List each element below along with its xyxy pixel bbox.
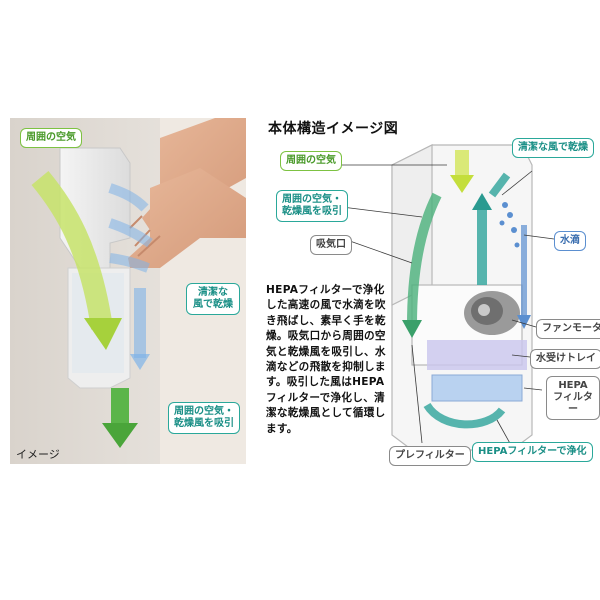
label-hepa-purify: HEPAフィルターで浄化 bbox=[472, 442, 593, 462]
label-fan-motor: ファンモーター bbox=[536, 319, 600, 339]
label-water-drops: 水滴 bbox=[554, 231, 586, 251]
structure-diagram bbox=[302, 144, 555, 451]
label-pre-filter: プレフィルター bbox=[389, 446, 471, 466]
description-text: HEPAフィルターで浄化した高速の風で水滴を吹き飛ばし、素早く手を乾燥。吸気口か… bbox=[266, 284, 386, 435]
diagram-title: 本体構造イメージ図 bbox=[268, 121, 399, 137]
leader-lines bbox=[302, 164, 555, 448]
image-caption: イメージ bbox=[16, 448, 60, 461]
hepa-filter-shape bbox=[431, 374, 523, 402]
label-intake: 吸気口 bbox=[310, 235, 352, 255]
label-clean-wind: 清潔な風で乾燥 bbox=[512, 138, 594, 158]
label-ambient-dry-air-left: 周囲の空気・ 乾燥風を吸引 bbox=[168, 402, 240, 434]
fan-motor-shape bbox=[464, 291, 520, 335]
label-ambient-air-left: 周囲の空気 bbox=[20, 128, 82, 148]
label-clean-wind-left: 清潔な 風で乾燥 bbox=[186, 283, 240, 315]
label-water-tray: 水受けトレイ bbox=[530, 349, 600, 369]
label-ambient-air: 周囲の空気 bbox=[280, 151, 342, 171]
label-hepa-filter: HEPA フィルター bbox=[546, 376, 600, 420]
label-ambient-dry-air: 周囲の空気・ 乾燥風を吸引 bbox=[276, 190, 348, 222]
water-drops-shape bbox=[499, 202, 520, 248]
water-tray-shape bbox=[427, 340, 527, 370]
